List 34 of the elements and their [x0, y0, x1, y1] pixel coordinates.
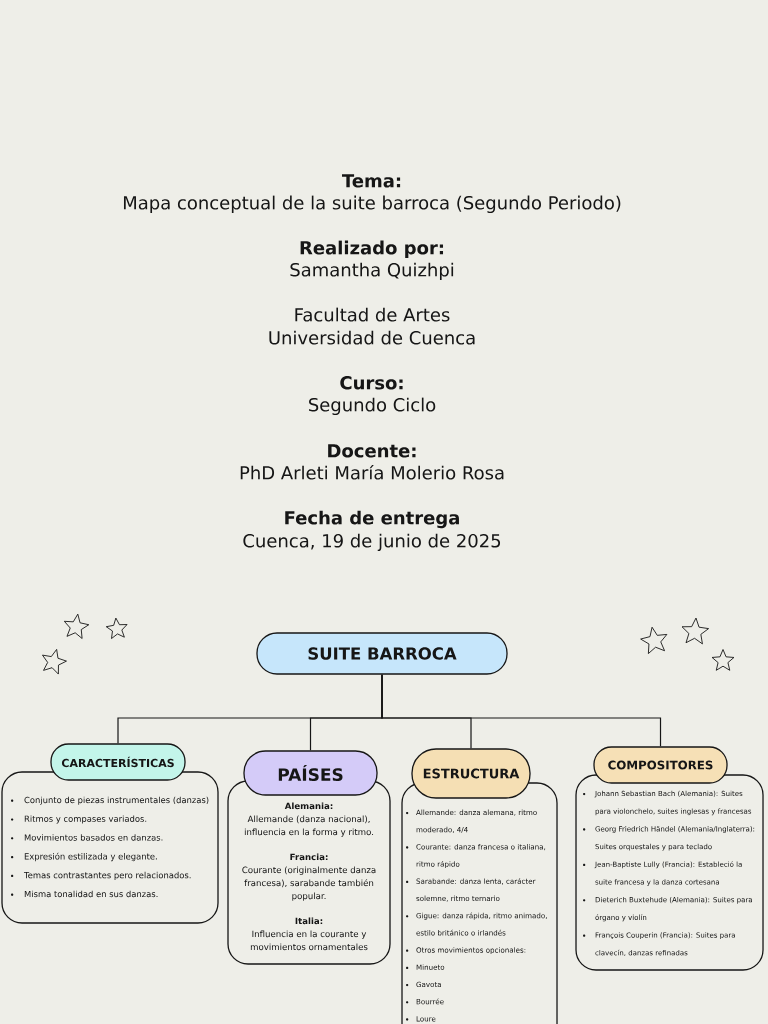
content-box — [401, 782, 558, 1024]
field-label: Realizado por: — [300, 240, 443, 259]
heading-pill: PAÍSES — [243, 750, 378, 796]
description-text: Allemande (danza nacional), influencia en la forma y ritmo. — [244, 815, 373, 837]
list-item: Temas contrastantes pero relacionados. — [23, 871, 191, 880]
country-name: Francia: — [290, 853, 328, 861]
content-box — [575, 774, 764, 971]
list-item: Conjunto de piezas instrumentales (danzas) — [24, 796, 209, 805]
list-item: Movimientos basados en danzas. — [24, 834, 163, 841]
title-pill: SUITE BARROCA — [256, 632, 508, 675]
connector-line — [381, 674, 662, 747]
info-text: PhD Arleti María Molerio Rosa — [240, 464, 504, 480]
heading-pill: COMPOSITORES — [593, 746, 728, 784]
info-text: Samantha Quizhpi — [290, 262, 454, 281]
description-text: Courante (originalmente danza francesa), sarabande también popular. — [242, 866, 376, 901]
list-item: Ritmos y compases variados. — [24, 815, 147, 824]
info-text: Segundo Ciclo — [309, 397, 436, 416]
heading-pill: CARACTERÍSTICAS — [50, 743, 186, 781]
info-text: Universidad de Cuenca — [269, 330, 475, 345]
list-item: Expresión estilizada y elegante. — [24, 852, 157, 862]
content-box — [1, 771, 219, 924]
field-label: Docente: — [328, 444, 416, 458]
heading-pill: ESTRUCTURA — [411, 748, 531, 799]
info-text: Cuenca, 19 de junio de 2025 — [243, 533, 501, 552]
info-text: Facultad de Artes — [295, 307, 450, 322]
country-name: Alemania: — [284, 802, 333, 810]
field-label: Fecha de entrega — [285, 510, 459, 529]
content-box — [227, 780, 391, 965]
field-label: Tema: — [342, 174, 401, 188]
description-text: Influencia en la courante y movimientos ornamentales — [250, 930, 368, 951]
info-text: Mapa conceptual de la suite barroca (Segundo Periodo) — [124, 195, 621, 214]
list-item: Misma tonalidad en sus danzas. — [24, 890, 158, 898]
country-name: Italia: — [295, 917, 323, 925]
field-label: Curso: — [340, 375, 403, 390]
